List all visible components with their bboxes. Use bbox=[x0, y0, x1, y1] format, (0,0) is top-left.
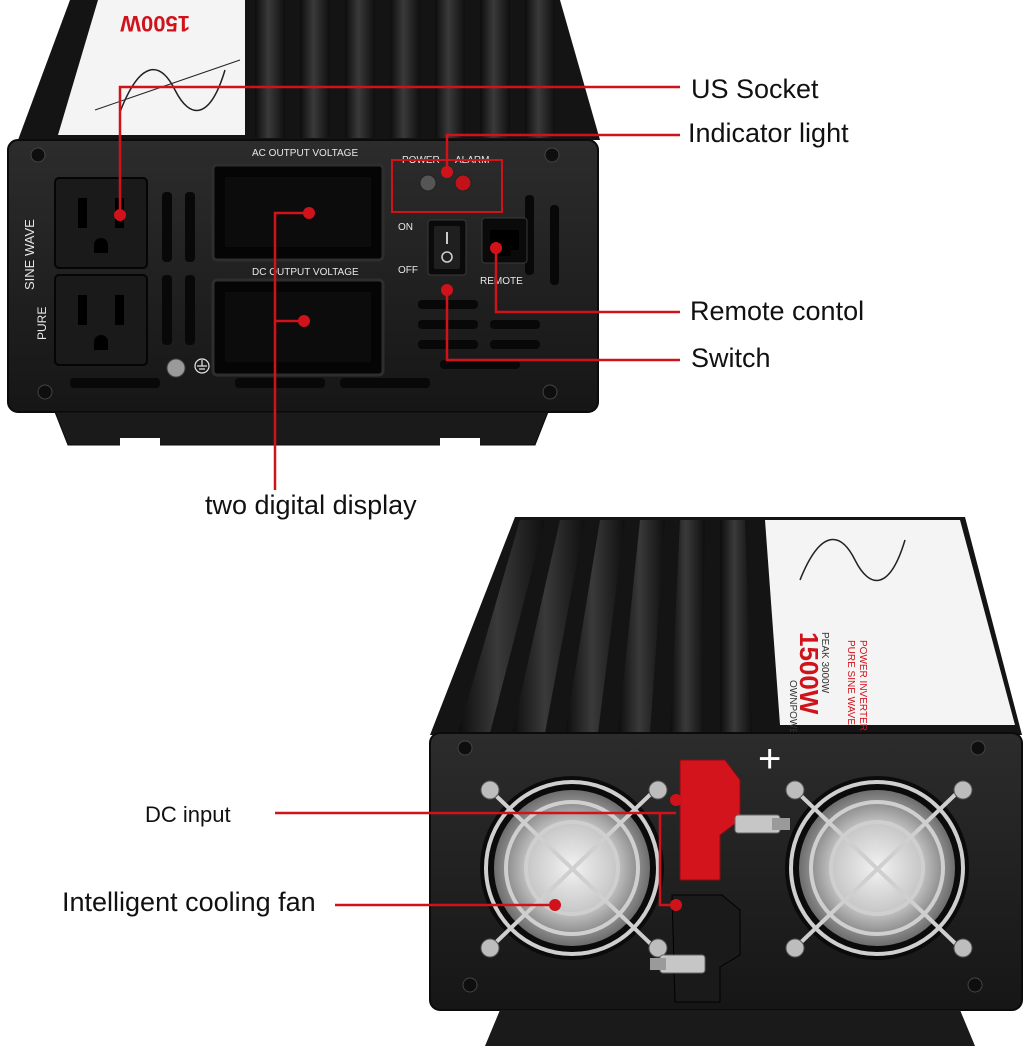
power-light bbox=[419, 174, 437, 192]
callout-us-socket: US Socket bbox=[691, 74, 819, 104]
bottom-label-plate bbox=[765, 520, 1015, 725]
top-callout-lines bbox=[118, 85, 680, 490]
dc-output-label: DC OUTPUT VOLTAGE bbox=[252, 267, 359, 278]
ground-terminal bbox=[166, 358, 186, 378]
ac-output-label: AC OUTPUT VOLTAGE bbox=[252, 148, 358, 159]
remote-label: REMOTE bbox=[480, 276, 523, 287]
top-model-text: 1500W bbox=[120, 11, 190, 36]
rocker-switch-icon bbox=[427, 219, 467, 276]
mounting-foot-top bbox=[54, 411, 549, 446]
callout-two-digital-display: two digital display bbox=[205, 490, 417, 520]
top-label-plate bbox=[58, 0, 245, 135]
callout-dc-input: DC input bbox=[145, 802, 231, 827]
callout-indicator-light: Indicator light bbox=[688, 118, 849, 148]
mounting-foot-bottom bbox=[485, 1010, 975, 1046]
fan-grille-icon bbox=[480, 776, 668, 960]
rj-jack-icon bbox=[481, 217, 528, 264]
plus-label: + bbox=[758, 737, 781, 781]
us-socket-upper bbox=[54, 177, 148, 269]
callout-switch: Switch bbox=[691, 343, 771, 373]
bottom-label-peak: PEAK 3000W bbox=[819, 632, 830, 694]
bottom-label-brand: OWNPOWER bbox=[787, 680, 798, 742]
fan-grille-icon bbox=[785, 776, 973, 960]
bottom-heatsink-fins bbox=[458, 520, 752, 733]
sine-wave-label: SINE WAVE bbox=[22, 219, 37, 290]
callout-remote-control: Remote contol bbox=[690, 296, 865, 326]
ground-icon bbox=[194, 358, 210, 374]
top-callout-dots bbox=[114, 166, 502, 327]
pure-label: PURE bbox=[35, 307, 49, 340]
sine-wave-icon bbox=[119, 69, 226, 113]
bottom-callout-dots bbox=[549, 794, 682, 911]
on-label: ON bbox=[398, 222, 413, 233]
heatsink-fins bbox=[255, 0, 555, 138]
terminal-icon bbox=[650, 894, 741, 1003]
bottom-inverter: 1500W POWER INVERTER PURE SINE WAVE PEAK… bbox=[275, 517, 1023, 1046]
top-inverter: 1500W SINE WAVE PURE bbox=[7, 0, 680, 490]
bottom-model-text: 1500W bbox=[794, 632, 824, 715]
terminal-icon bbox=[679, 759, 790, 881]
alarm-light bbox=[454, 174, 472, 192]
off-label: OFF bbox=[398, 265, 418, 276]
us-socket-lower bbox=[54, 274, 148, 366]
callout-cooling-fan: Intelligent cooling fan bbox=[62, 887, 316, 917]
bottom-label-line1: POWER INVERTER bbox=[857, 640, 868, 731]
bottom-label-line2: PURE SINE WAVE bbox=[845, 640, 856, 725]
